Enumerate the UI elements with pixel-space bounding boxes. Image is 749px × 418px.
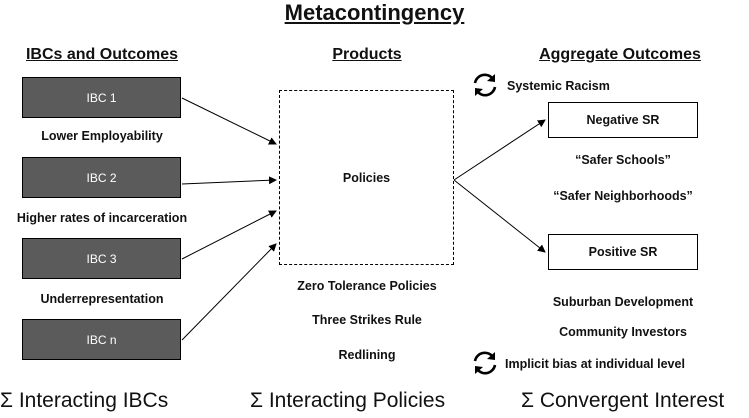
ibc-box-1: IBC 1 <box>22 77 181 118</box>
product-item-2: Three Strikes Rule <box>312 313 422 327</box>
ibc-box-n: IBC n <box>22 319 181 360</box>
arrow-ibc3-policies <box>181 210 277 260</box>
product-item-3: Redlining <box>338 348 396 362</box>
footer-interacting-policies: Σ Interacting Policies <box>250 389 446 412</box>
diagram-title: Metacontingency <box>284 0 465 25</box>
ibc-box-n-label: IBC n <box>86 332 117 347</box>
positive-sr-label: Positive SR <box>588 245 658 259</box>
arrow-policies-negative <box>453 119 546 181</box>
ibc-outcome-1: Lower Employability <box>41 129 163 143</box>
implicit-bias-label: Implicit bias at individual level <box>505 357 685 371</box>
footer-interacting-ibcs: Σ Interacting IBCs <box>0 389 169 412</box>
negative-outcome-2: “Safer Neighborhoods” <box>553 189 693 203</box>
footer-convergent-interest: Σ Convergent Interest <box>521 389 725 412</box>
negative-sr-box: Negative SR <box>548 102 698 138</box>
column-heading-aggregate: Aggregate Outcomes <box>539 46 701 63</box>
positive-outcome-2: Community Investors <box>559 325 687 339</box>
arrow-ibc1-policies <box>181 97 277 145</box>
policies-box: Policies <box>279 90 454 265</box>
negative-sr-label: Negative SR <box>586 113 660 127</box>
negative-outcome-1: “Safer Schools” <box>575 153 671 167</box>
positive-sr-box: Positive SR <box>548 234 698 270</box>
arrow-ibc2-policies <box>181 176 277 185</box>
ibc-outcome-3: Underrepresentation <box>40 292 164 306</box>
positive-outcome-1: Suburban Development <box>552 295 694 309</box>
ibc-box-2-label: IBC 2 <box>86 170 117 185</box>
cycle-arrows-icon <box>473 73 497 97</box>
arrow-ibcn-policies <box>181 243 277 341</box>
column-heading-products: Products <box>332 46 402 63</box>
product-item-1: Zero Tolerance Policies <box>297 279 437 293</box>
column-heading-ibcs: IBCs and Outcomes <box>25 46 179 63</box>
ibc-box-1-label: IBC 1 <box>86 90 117 105</box>
ibc-box-3: IBC 3 <box>22 238 181 279</box>
ibc-outcome-2: Higher rates of incarceration <box>16 211 188 225</box>
systemic-racism-label: Systemic Racism <box>507 79 610 93</box>
cycle-arrows-icon-bottom <box>473 351 497 375</box>
arrow-policies-positive <box>453 179 546 253</box>
policies-label: Policies <box>342 170 391 185</box>
ibc-box-3-label: IBC 3 <box>86 251 117 266</box>
ibc-box-2: IBC 2 <box>22 157 181 198</box>
